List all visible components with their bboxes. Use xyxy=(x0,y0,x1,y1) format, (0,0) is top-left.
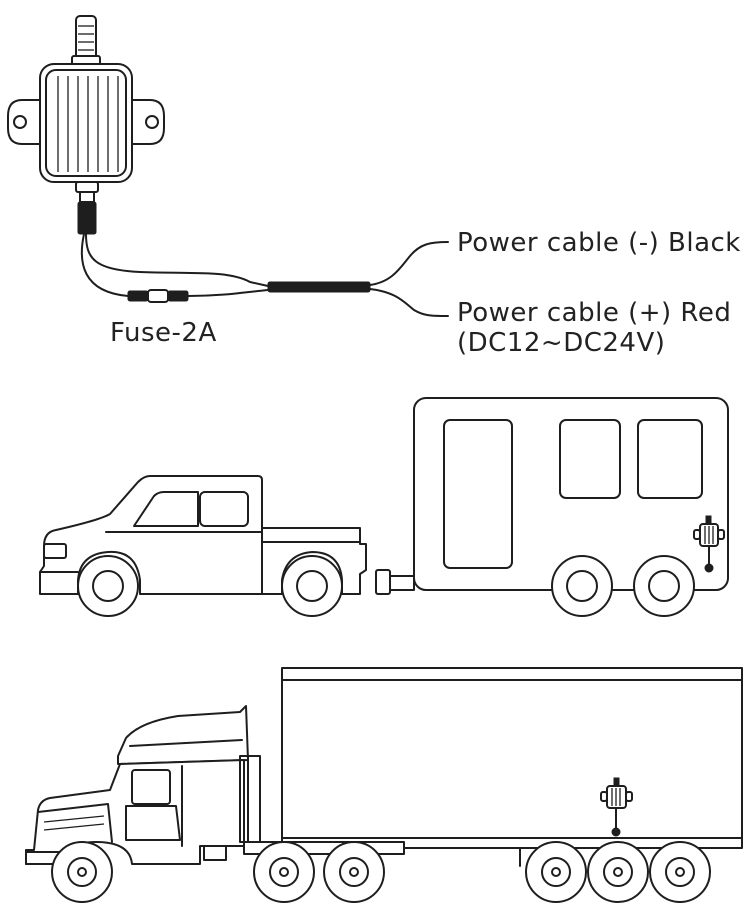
wheel xyxy=(323,841,385,903)
wheel xyxy=(525,841,587,903)
installed-receiver-icon xyxy=(693,515,725,573)
fuse-label: Fuse-2A xyxy=(110,318,217,348)
housing-ribs xyxy=(57,76,119,172)
pickup-truck-icon xyxy=(39,475,367,617)
wheel xyxy=(51,841,113,903)
fuse-icon xyxy=(127,289,189,303)
installed-receiver-icon xyxy=(600,777,633,837)
power-cable-positive-label: Power cable (+) Red xyxy=(457,298,732,328)
box-trailer xyxy=(281,667,743,867)
voltage-label: (DC12~DC24V) xyxy=(457,328,666,358)
power-cables xyxy=(80,233,449,317)
semi-truck-icon xyxy=(25,667,743,903)
wheel xyxy=(77,555,139,617)
wheel xyxy=(551,555,613,617)
wheel xyxy=(633,555,695,617)
antenna-icon xyxy=(71,15,101,67)
wheel xyxy=(587,841,649,903)
wheel xyxy=(649,841,711,903)
receiver-unit-icon xyxy=(7,15,165,235)
power-cable-negative-label: Power cable (-) Black xyxy=(457,228,741,258)
mounting-ear-left xyxy=(7,99,43,145)
cable-sleeve xyxy=(267,281,371,293)
wheel xyxy=(281,555,343,617)
wheel xyxy=(253,841,315,903)
mounting-ear-right xyxy=(129,99,165,145)
travel-trailer-icon xyxy=(375,397,729,617)
